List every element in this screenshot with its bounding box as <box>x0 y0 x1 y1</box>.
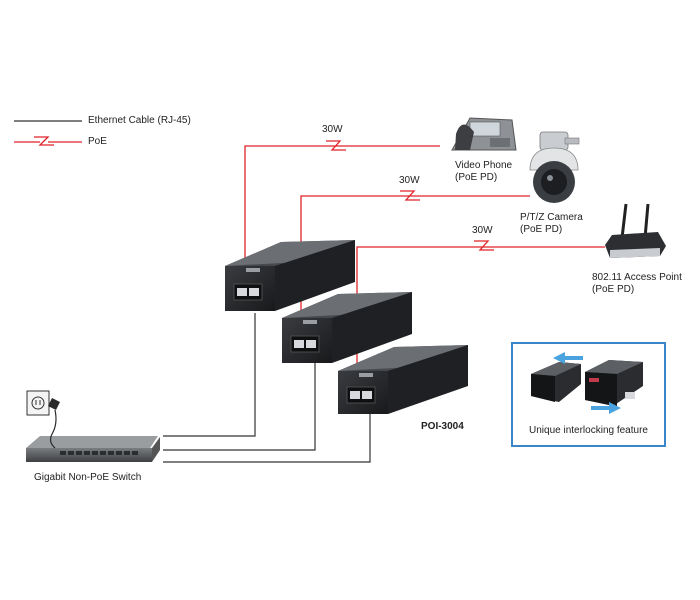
video-phone-type: (PoE PD) <box>455 172 498 183</box>
interlock-arrow-bottom <box>591 402 621 414</box>
camera-name: P/T/Z Camera <box>520 212 583 223</box>
interlock-arrow-top <box>553 352 583 364</box>
poe-legend-label: PoE <box>88 136 107 147</box>
interlocking-feature-caption: Unique interlocking feature <box>529 425 648 436</box>
injector-model-label: POI-3004 <box>421 421 464 432</box>
poe-injector-2 <box>282 292 412 363</box>
poe-injector-1 <box>225 240 355 311</box>
gigabit-switch-icon <box>26 436 160 462</box>
access-point-icon <box>605 203 666 258</box>
ptz-camera-icon <box>529 131 580 203</box>
poe-legend-line <box>14 136 82 146</box>
access-point-name: 802.11 Access Point <box>592 272 682 283</box>
ethernet-lines <box>163 313 371 463</box>
interlocking-feature-panel: Unique interlocking feature <box>511 342 666 447</box>
legend <box>14 120 82 146</box>
video-phone-name: Video Phone <box>455 160 513 171</box>
power-label-ap: 30W <box>472 225 493 236</box>
power-label-phone: 30W <box>322 124 343 135</box>
video-phone-icon <box>451 117 517 151</box>
ethernet-legend-label: Ethernet Cable (RJ-45) <box>88 115 191 126</box>
camera-type: (PoE PD) <box>520 224 563 235</box>
switch-label: Gigabit Non-PoE Switch <box>34 472 142 483</box>
power-label-camera: 30W <box>399 175 420 186</box>
access-point-type: (PoE PD) <box>592 284 635 295</box>
poe-injector-3 <box>338 345 468 414</box>
interlocking-illustration <box>531 352 643 414</box>
power-plug-icon <box>48 398 60 449</box>
power-outlet-icon <box>26 390 50 416</box>
